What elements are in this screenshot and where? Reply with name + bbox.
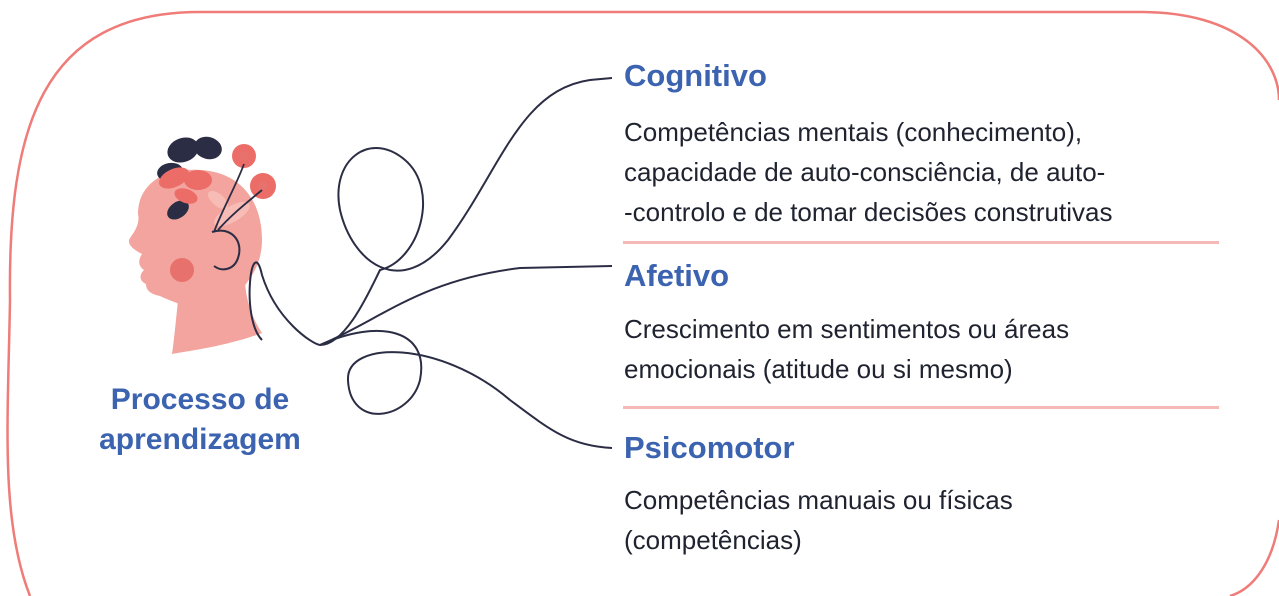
connector-cognitivo [248, 77, 613, 347]
connector-afetivo [319, 265, 613, 346]
connector-psicomotor [319, 330, 613, 449]
rounded-frame [6, 10, 1279, 596]
domain-title-cognitivo: Cognitivo [624, 58, 767, 93]
head-with-flowers-icon [128, 136, 276, 354]
root-label: Processo de aprendizagem [99, 383, 301, 456]
separator [623, 406, 1219, 409]
domain-title-afetivo: Afetivo [624, 258, 730, 293]
separator [623, 241, 1219, 244]
domain-desc-cognitivo: Competências mentais (conhecimento), cap… [624, 117, 1113, 227]
domain-title-psicomotor: Psicomotor [624, 430, 795, 465]
domain-desc-afetivo: Crescimento em sentimentos ou áreas emoc… [624, 314, 1070, 384]
domain-desc-psicomotor: Competências manuais ou físicas (competê… [624, 485, 1013, 555]
